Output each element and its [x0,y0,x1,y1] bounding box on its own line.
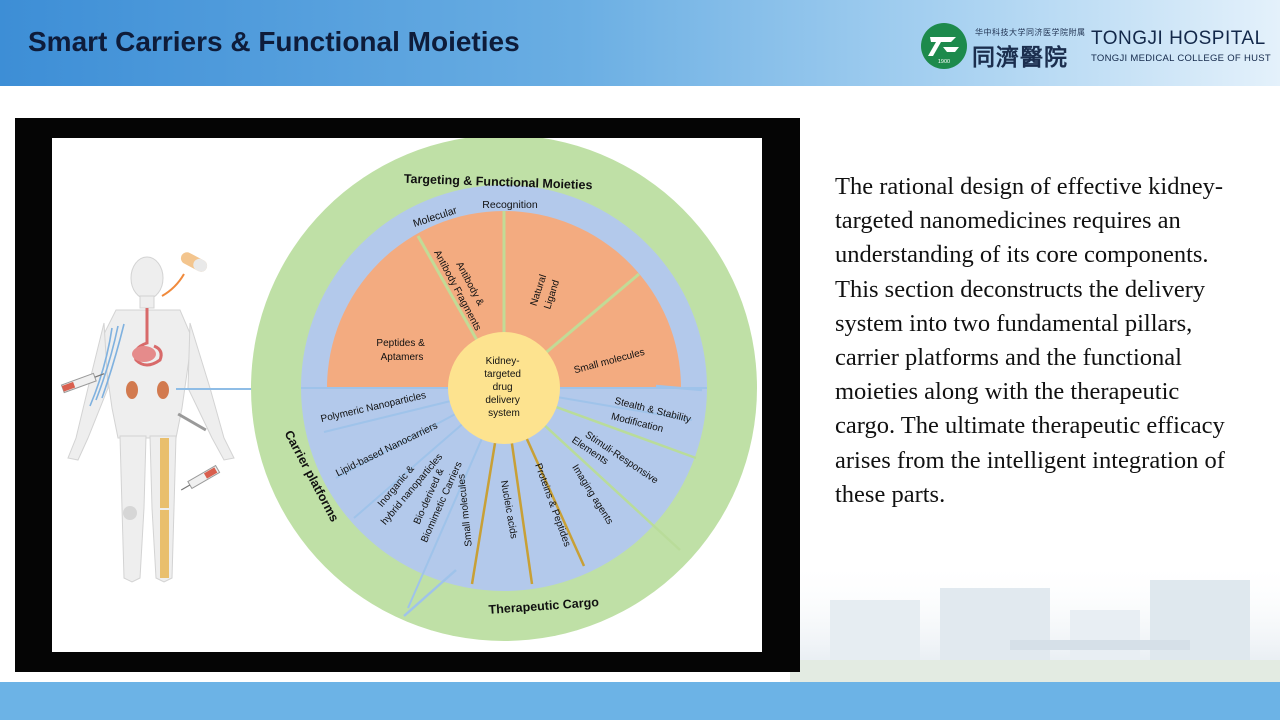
section-description: The rational design of effective kidney-… [835,173,1225,508]
peptides-aptamers-label: Peptides & Aptamers [376,338,427,363]
center-label: Kidney- targeted drug delivery system [484,356,523,419]
logo-university-text: 华中科技大学同济医学院附属 [975,28,1086,37]
logo-hospital-name-en: TONGJI HOSPITAL [1091,28,1266,49]
campus-background-image [790,560,1280,682]
kidney-drug-delivery-diagram: Kidney- targeted drug delivery system Ta… [60,135,757,641]
footer-bar [0,682,1280,720]
emblem-year: 1900 [938,59,950,65]
center-hub [448,332,560,444]
targeting-moieties-label: Targeting & Functional Moieties [404,172,593,193]
logo-hospital-name-cn: 同濟醫院 [972,44,1068,71]
figure-frame: Kidney- targeted drug delivery system Ta… [15,118,800,672]
recognition-label: Recognition [482,199,538,211]
hospital-emblem-icon: 1900 [921,23,967,69]
human-body-illustration [60,252,274,583]
slide-title: Smart Carriers & Functional Moieties [28,26,520,57]
component-wheel: Kidney- targeted drug delivery system Ta… [251,135,757,641]
logo-college-name: TONGJI MEDICAL COLLEGE OF HUST [1091,53,1272,64]
header-bar: Smart Carriers & Functional Moieties 190… [0,0,1280,86]
figure-canvas: Kidney- targeted drug delivery system Ta… [52,135,762,652]
